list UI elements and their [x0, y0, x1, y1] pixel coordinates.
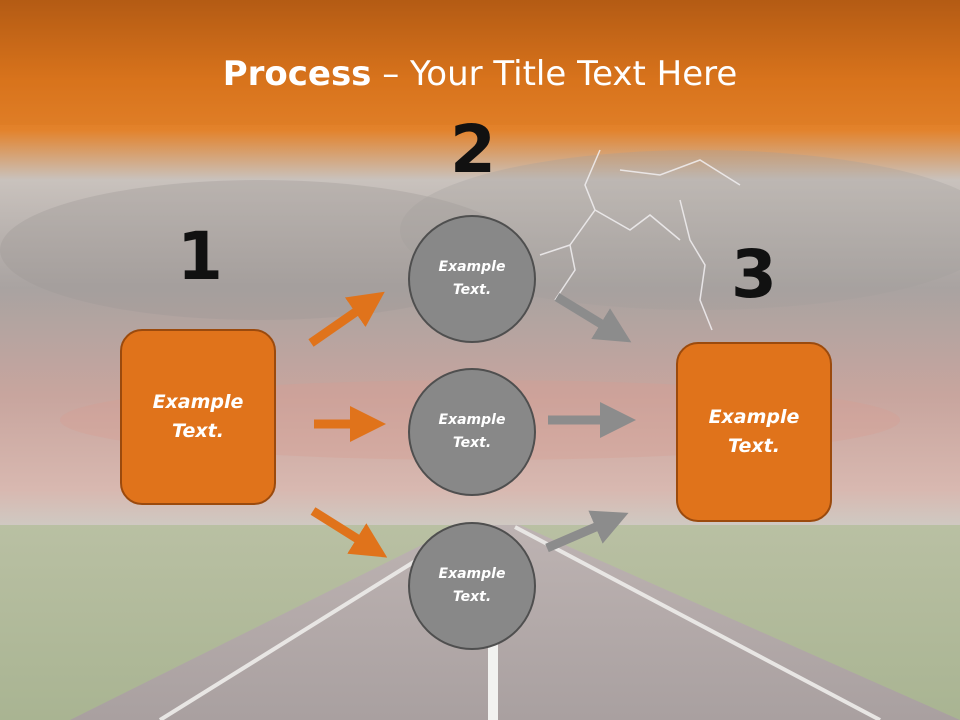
- step-number-2: 2: [450, 111, 496, 188]
- arrow-orange-down-icon: [310, 507, 388, 558]
- step-number-3: 3: [731, 236, 777, 313]
- circle-middle: Example Text.: [408, 368, 536, 496]
- circle-middle-text: Example Text.: [438, 412, 506, 451]
- arrow-gray-down-icon: [554, 293, 632, 343]
- slide-title: Process – Your Title Text Here: [0, 52, 960, 96]
- left-step-box: Example Text.: [120, 329, 276, 505]
- right-step-box: Example Text.: [676, 342, 832, 522]
- left-step-text: Example Text.: [152, 391, 244, 442]
- circle-bottom-text: Example Text.: [438, 566, 506, 605]
- title-rest: – Your Title Text Here: [371, 54, 738, 94]
- arrow-orange-up-icon: [308, 291, 385, 347]
- right-step-text: Example Text.: [708, 406, 800, 457]
- title-bold: Process: [222, 54, 372, 94]
- step-number-1: 1: [177, 218, 223, 295]
- circle-top: Example Text.: [408, 215, 536, 343]
- arrow-gray-up-icon: [545, 510, 629, 553]
- circle-bottom: Example Text.: [408, 522, 536, 650]
- circle-top-text: Example Text.: [438, 259, 506, 298]
